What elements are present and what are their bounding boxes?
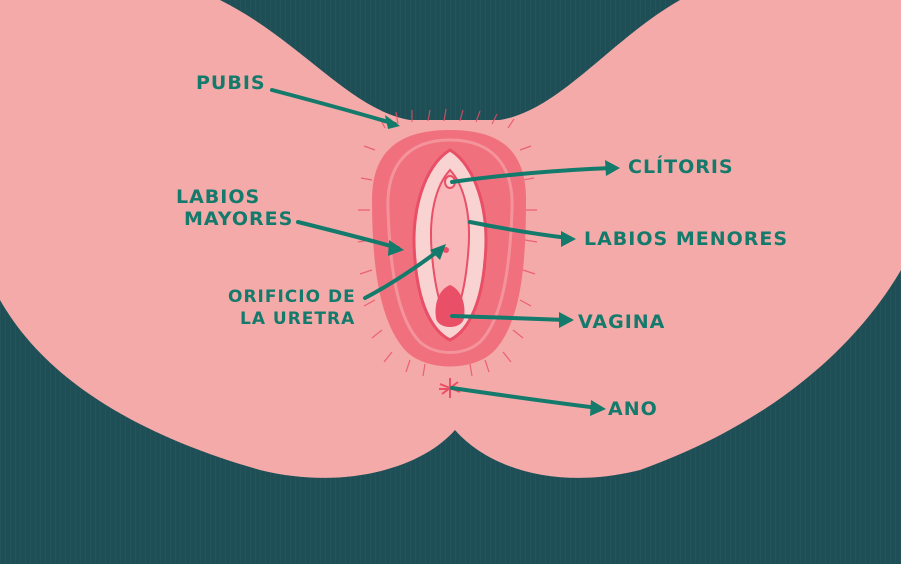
arrows — [270, 88, 614, 410]
label-orificio-line2: LA URETRA — [240, 309, 356, 329]
label-vagina: VAGINA — [578, 311, 666, 333]
arrow-labios-menores — [468, 220, 570, 240]
arrow-ano — [450, 386, 600, 410]
label-labios-mayores: LABIOS MAYORES — [176, 186, 293, 230]
label-labios-mayores-line2: MAYORES — [184, 208, 294, 230]
hair-strokes — [357, 108, 538, 377]
label-labios-menores: LABIOS MENORES — [584, 228, 789, 250]
arrow-pubis — [270, 88, 397, 126]
label-labios-mayores-line1: LABIOS — [176, 186, 261, 208]
label-orificio-uretra: ORIFICIO DE LA URETRA — [228, 286, 356, 330]
arrowheads — [385, 115, 620, 416]
label-pubis: PUBIS — [196, 72, 266, 94]
arrow-clitoris — [450, 166, 614, 184]
label-clitoris: CLÍTORIS — [628, 156, 734, 178]
label-ano: ANO — [608, 398, 658, 420]
label-orificio-line1: ORIFICIO DE — [228, 287, 356, 307]
arrow-vagina — [450, 314, 568, 322]
urethra-shape — [443, 247, 449, 253]
